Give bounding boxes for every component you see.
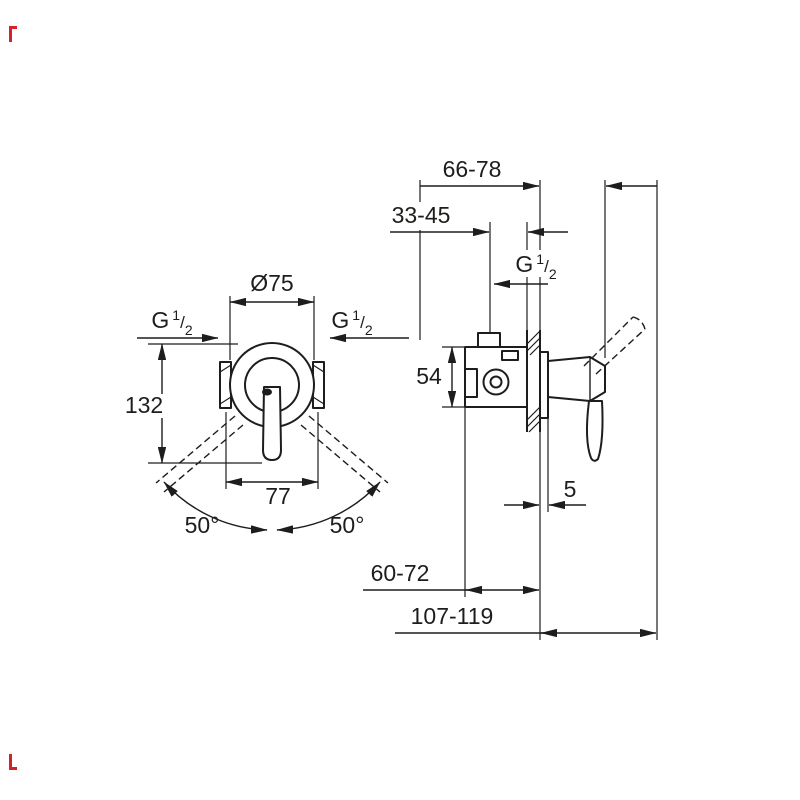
wall-hatching	[526, 330, 541, 433]
escutcheon-side	[539, 351, 549, 419]
wall-section	[526, 180, 541, 640]
tab-thread-ticks	[219, 364, 325, 405]
lever-handle-side	[585, 400, 604, 462]
print-marks	[9, 26, 17, 770]
front-view	[155, 342, 389, 493]
print-mark-top-left	[9, 26, 17, 42]
dim-depth-min-label: 60-72	[371, 560, 430, 586]
dim-projection-overall-label: 107-119	[411, 603, 494, 629]
dim-depth-rough: 33-45	[390, 202, 568, 237]
dim-height-overall-label: 132	[125, 392, 163, 418]
swing-ghost-right	[300, 415, 389, 493]
dim-escutcheon-diameter-label: Ø75	[250, 270, 293, 296]
supply-connection	[477, 332, 501, 348]
dim-depth-total-label: 66-78	[443, 156, 502, 182]
body-front-cap	[464, 368, 478, 398]
swing-arc-right	[276, 481, 381, 534]
dim-escutcheon-gap-label: 5	[564, 476, 577, 502]
dim-swing-right-label: 50°	[330, 512, 365, 538]
dim-swing-left-label: 50°	[185, 512, 220, 538]
extension-lines	[419, 180, 658, 640]
body-detail	[501, 350, 519, 361]
lever-handle-front	[262, 386, 282, 461]
dim-escutcheon-diameter: Ø75	[229, 270, 315, 360]
dim-escutcheon-gap: 5	[504, 476, 586, 510]
lever-indicator-dot	[262, 388, 272, 396]
dim-swing-angles: 50° 50°	[163, 481, 381, 538]
dim-projection-overall: 107-119	[395, 603, 657, 638]
print-mark-bottom-left	[9, 754, 17, 770]
cartridge-circle	[482, 368, 510, 396]
side-view	[464, 180, 646, 640]
dim-height-overall: 132	[125, 343, 262, 464]
dim-depth-min: 60-72	[363, 560, 540, 595]
dim-width-across-label: 77	[265, 483, 291, 509]
dim-depth-rough-label: 33-45	[392, 202, 451, 228]
dim-body-height: 54	[416, 346, 464, 408]
cartridge-center	[489, 375, 503, 389]
label-backing	[513, 250, 559, 277]
dim-depth-total: 66-78	[420, 156, 657, 191]
swing-ghost-left	[155, 415, 244, 493]
lever-ghost-side	[583, 316, 646, 375]
dim-body-height-label: 54	[416, 363, 442, 389]
lever-housing-side	[547, 356, 606, 402]
swing-arc-left	[163, 481, 268, 534]
